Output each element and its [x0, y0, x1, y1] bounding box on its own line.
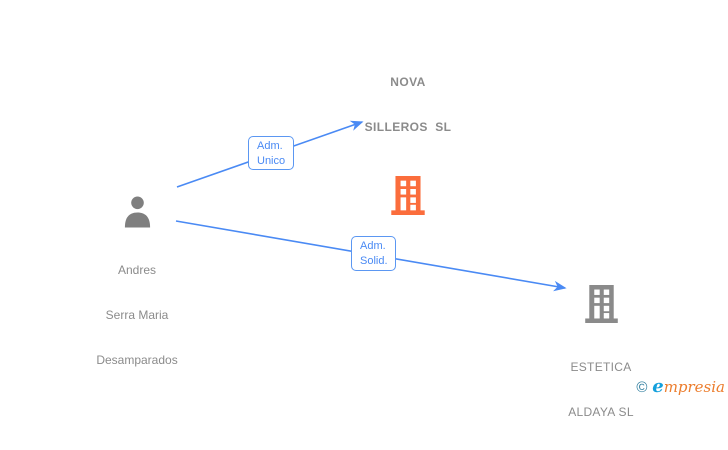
edge-label-adm-unico[interactable]: Adm. Unico [248, 136, 294, 170]
relationship-diagram: Andres Serra Maria Desamparados NOVA SIL… [61, 45, 725, 419]
empresia-logo[interactable]: © empresia [636, 378, 725, 397]
person-name-line: Serra Maria [105, 308, 169, 322]
person-name: Andres Serra Maria Desamparados [61, 233, 213, 398]
brand-text: mpresia [663, 378, 725, 396]
company-node-nova-silleros[interactable]: NOVA SILLEROS SL [333, 45, 483, 220]
edge-label-adm-solid[interactable]: Adm. Solid. [351, 236, 396, 271]
brand-initial: e [652, 376, 664, 397]
building-icon [584, 285, 618, 323]
company-node-estetica-aldaya[interactable]: ESTETICA ALDAYA SL [526, 285, 676, 450]
person-node[interactable]: Andres Serra Maria Desamparados [61, 194, 213, 398]
company-name-line: ALDAYA SL [568, 405, 634, 419]
edge-label-line: Solid. [360, 255, 388, 267]
person-name-line: Andres [117, 263, 157, 277]
company-name-line: NOVA [390, 75, 426, 89]
copyright-icon: © [636, 379, 648, 396]
company-name: NOVA SILLEROS SL [333, 45, 483, 165]
building-icon [391, 176, 425, 215]
person-silhouette-icon [122, 194, 153, 228]
company-name-line: SILLEROS SL [364, 120, 452, 134]
edge-label-line: Adm. [360, 240, 386, 252]
edge-label-line: Adm. [257, 140, 283, 152]
person-name-line: Desamparados [96, 353, 178, 367]
edge-label-line: Unico [257, 155, 286, 167]
company-name-line: ESTETICA [570, 360, 632, 374]
